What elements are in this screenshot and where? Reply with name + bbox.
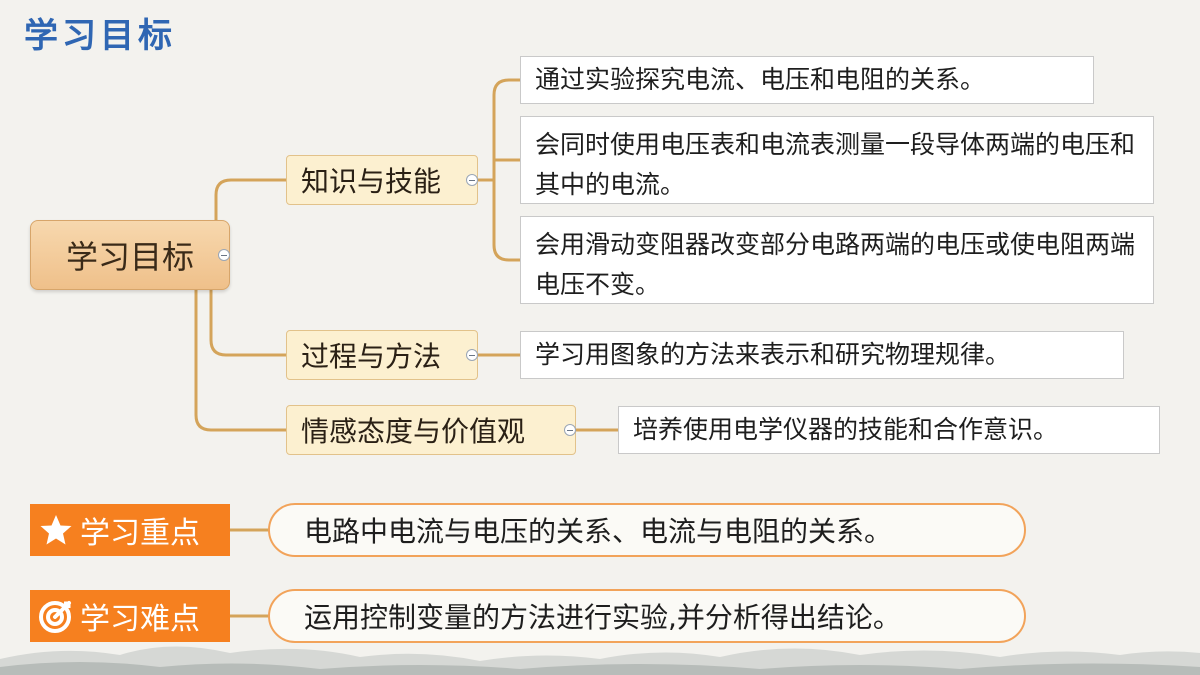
mountain-decoration <box>0 646 1200 675</box>
page-title: 学习目标 <box>24 16 176 56</box>
leaf-item: 通过实验探究电流、电压和电阻的关系。 <box>520 56 1094 104</box>
star-icon <box>40 515 72 545</box>
category-process-method: 过程与方法 <box>286 330 478 380</box>
key-point-text: 电路中电流与电压的关系、电流与电阻的关系。 <box>268 503 1026 557</box>
leaf-item: 会用滑动变阻器改变部分电路两端的电压或使电阻两端电压不变。 <box>520 216 1154 304</box>
collapse-icon[interactable] <box>466 174 478 186</box>
collapse-icon[interactable] <box>218 249 230 261</box>
leaf-item: 学习用图象的方法来表示和研究物理规律。 <box>520 331 1124 379</box>
leaf-item: 会同时使用电压表和电流表测量一段导体两端的电压和其中的电流。 <box>520 116 1154 204</box>
leaf-item: 培养使用电学仪器的技能和合作意识。 <box>618 406 1160 454</box>
key-point-label: 学习重点 <box>80 516 200 551</box>
collapse-icon[interactable] <box>466 349 478 361</box>
difficulty-label: 学习难点 <box>80 602 200 637</box>
difficulty-text: 运用控制变量的方法进行实验,并分析得出结论。 <box>268 589 1026 643</box>
collapse-icon[interactable] <box>564 424 576 436</box>
key-point-badge: 学习重点 <box>30 504 230 556</box>
category-emotion-values: 情感态度与价值观 <box>286 405 576 455</box>
target-icon <box>39 601 71 633</box>
difficulty-badge: 学习难点 <box>30 590 230 642</box>
category-knowledge-skills: 知识与技能 <box>286 155 478 205</box>
mindmap-root: 学习目标 <box>30 220 230 290</box>
